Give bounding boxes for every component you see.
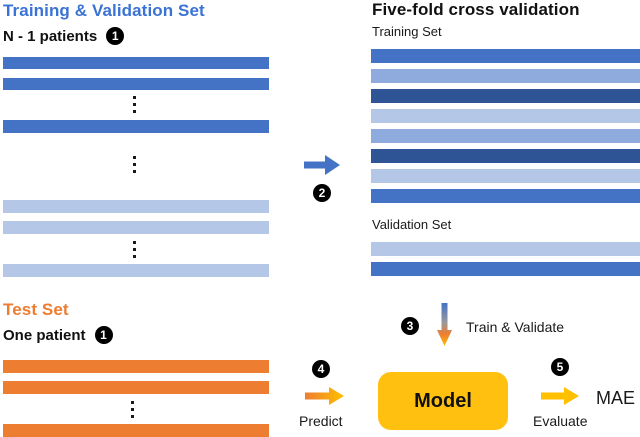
training-validation-subtitle: N - 1 patients 1 (3, 27, 125, 45)
patient-bar (3, 120, 269, 133)
fold-bar (371, 49, 640, 63)
fold-bar (371, 129, 640, 143)
step-1-badge: 1 (94, 326, 113, 344)
training-validation-title: Training & Validation Set (3, 1, 205, 20)
predict-arrow-icon (305, 387, 344, 405)
fold-bar (371, 149, 640, 163)
fold-bar (371, 169, 640, 183)
patient-bar (3, 78, 269, 90)
step-1-badge: 1 (106, 27, 125, 45)
evaluate-label: Evaluate (533, 413, 588, 429)
ellipsis-dots (133, 96, 136, 113)
fold-bar (371, 109, 640, 123)
ellipsis-dots (133, 241, 136, 258)
right-arrow-icon (304, 155, 340, 175)
step-2-badge: 2 (313, 184, 331, 202)
step-5-badge: 5 (551, 358, 569, 376)
test-patient-bar (3, 424, 269, 437)
mae-metric-label: MAE (596, 388, 636, 408)
evaluate-arrow-icon (541, 387, 579, 405)
test-set-title: Test Set (3, 300, 69, 319)
test-set-subtitle: One patient 1 (3, 326, 113, 344)
fold-bar (371, 262, 640, 276)
training-validation-subtitle-text: N - 1 patients (3, 27, 98, 45)
step-4-badge: 4 (312, 360, 330, 378)
model-box: Model (378, 372, 508, 430)
test-patient-bar (3, 360, 269, 373)
test-patient-bar (3, 381, 269, 394)
patient-bar (3, 264, 269, 277)
fold-bar (371, 189, 640, 203)
fold-bar (371, 69, 640, 83)
ellipsis-dots (133, 156, 136, 173)
patient-bar (3, 200, 269, 213)
fold-bar (371, 242, 640, 256)
validation-set-label: Validation Set (372, 217, 452, 232)
down-arrow-gradient-icon (437, 303, 452, 346)
train-validate-label: Train & Validate (466, 319, 565, 335)
test-set-subtitle-text: One patient (3, 326, 86, 344)
predict-label: Predict (299, 413, 343, 429)
ellipsis-dots (131, 401, 134, 418)
patient-bar (3, 221, 269, 234)
cross-validation-title: Five-fold cross validation (372, 0, 580, 19)
training-set-label: Training Set (372, 24, 442, 39)
patient-bar (3, 57, 269, 69)
model-label: Model (414, 389, 472, 412)
fold-bar (371, 89, 640, 103)
step-3-badge: 3 (401, 317, 419, 335)
